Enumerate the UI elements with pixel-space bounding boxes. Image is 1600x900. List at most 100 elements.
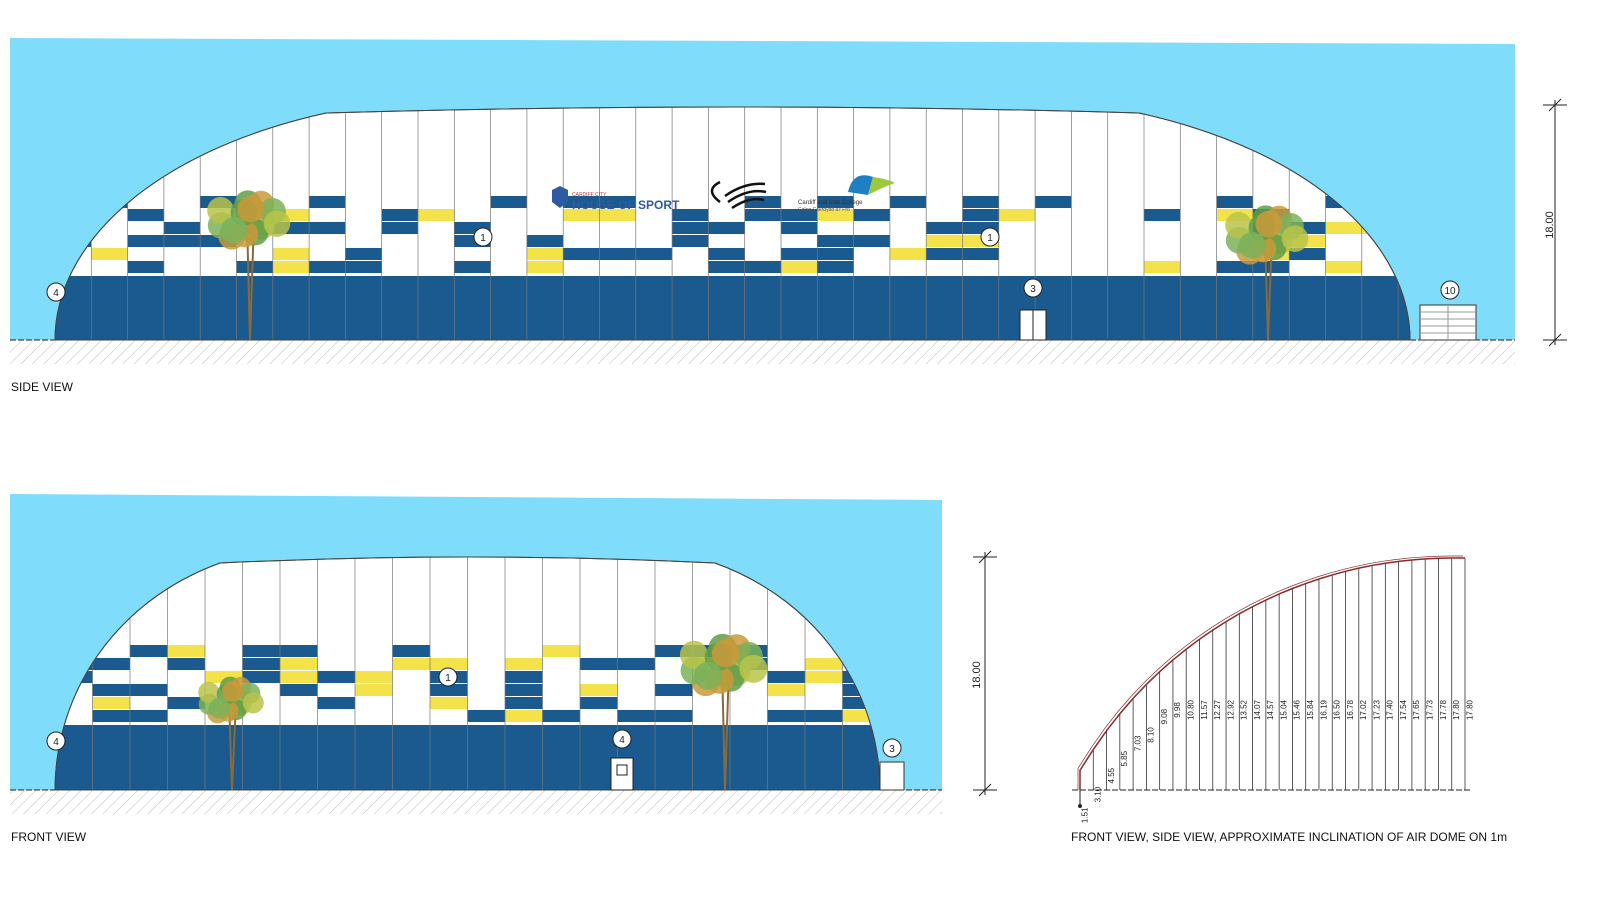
side-door	[1019, 309, 1047, 341]
facade-panel	[236, 261, 273, 273]
facade-panel	[345, 248, 382, 260]
front-dome-outline	[54, 556, 881, 791]
facade-panel	[272, 248, 310, 260]
tree-foliage	[222, 680, 244, 702]
facade-panel	[505, 684, 543, 696]
facade-panel	[767, 671, 805, 683]
callout-marker: 3	[1023, 278, 1043, 298]
dome-arc-inner	[1077, 555, 1463, 790]
blue-band	[55, 276, 1410, 340]
callout-marker: 1	[473, 227, 493, 247]
svg-text:Cardiff and Vale College: Cardiff and Vale College	[798, 200, 863, 206]
facade-panel	[672, 235, 709, 247]
height-label: 9.08	[1160, 708, 1169, 724]
facade-panel	[599, 209, 636, 221]
facade-panel	[817, 248, 854, 260]
facade-panel	[91, 248, 128, 260]
tree-foliage	[237, 195, 265, 223]
tree-trunk	[704, 656, 744, 791]
callout-marker: 1	[980, 227, 1000, 247]
callout-marker: 4	[46, 731, 66, 751]
callout-number: 1	[987, 233, 993, 244]
facade-panel	[580, 684, 618, 696]
side-view: CARDIFF CITY HOUSE OF SPORT Cardiff and …	[10, 38, 1567, 364]
facade-panel	[599, 248, 636, 260]
side-ground-hatch	[10, 340, 1515, 364]
facade-panel	[599, 196, 636, 208]
facade-panel	[280, 671, 318, 683]
facade-panel	[781, 248, 818, 260]
height-label: 14.07	[1253, 699, 1262, 720]
height-label: 15.04	[1279, 699, 1288, 720]
tree-trunk	[1247, 226, 1287, 341]
height-label: 15.46	[1293, 699, 1302, 720]
facade-panel	[708, 248, 745, 260]
front-door	[610, 757, 634, 791]
height-label: 17.80	[1452, 699, 1461, 720]
dragon-logo	[710, 180, 767, 210]
tree	[679, 633, 768, 791]
facade-panel	[655, 710, 693, 722]
facade-panel	[505, 710, 543, 722]
callout-circle	[612, 729, 632, 749]
height-label: 16.78	[1346, 699, 1355, 720]
facade-panel	[817, 209, 854, 221]
facade-panel	[817, 235, 854, 247]
tree	[1225, 205, 1309, 341]
facade-panel	[242, 645, 280, 657]
front-dome-panels	[55, 557, 880, 790]
facade-panel	[242, 671, 280, 683]
facade-panel	[127, 209, 164, 221]
facade-panel	[355, 684, 393, 696]
tree-foliage	[711, 639, 740, 668]
height-label: 5.85	[1120, 750, 1129, 766]
facade-panel	[962, 196, 999, 208]
house-of-sport-logo: CARDIFF CITY HOUSE OF SPORT	[552, 186, 680, 212]
height-label: 16.50	[1333, 699, 1342, 720]
facade-panel	[805, 658, 843, 670]
tree-trunk	[211, 691, 251, 791]
height-label: 14.57	[1266, 699, 1275, 720]
tree-foliage	[739, 654, 768, 683]
height-label: 17.80	[1465, 699, 1474, 720]
facade-panel	[309, 222, 346, 234]
callout-circle	[1023, 278, 1043, 298]
callout-marker: 4	[612, 729, 632, 749]
inclination-caption: FRONT VIEW, SIDE VIEW, APPROXIMATE INCLI…	[1071, 830, 1508, 844]
callout-number: 3	[889, 744, 895, 755]
anchor-point	[1078, 804, 1082, 808]
facade-panel	[309, 196, 346, 208]
tree-foliage	[208, 697, 230, 719]
facade-panel	[1216, 261, 1253, 273]
height-label: 12.92	[1226, 699, 1235, 720]
facade-panel	[92, 697, 130, 709]
facade-panel	[272, 261, 310, 273]
facade-panel	[345, 261, 382, 273]
facade-panel	[490, 196, 527, 208]
callout-number: 3	[1030, 284, 1036, 295]
facade-panel	[280, 645, 318, 657]
facade-panel	[889, 196, 927, 208]
facade-panel	[617, 658, 655, 670]
facade-panel	[309, 261, 346, 273]
facade-panel	[430, 684, 468, 696]
facade-panel	[167, 697, 205, 709]
facade-panel	[805, 671, 843, 683]
front-ground-hatch	[10, 790, 942, 814]
facade-panel	[1144, 209, 1181, 221]
facade-panel	[467, 710, 505, 722]
facade-panel	[167, 645, 205, 657]
front-view-caption: FRONT VIEW	[11, 830, 87, 844]
height-label: 17.78	[1439, 699, 1448, 720]
facade-panel	[580, 697, 618, 709]
callout-circle	[438, 667, 458, 687]
facade-panel	[130, 710, 168, 722]
facade-panel	[635, 248, 673, 260]
callout-circle	[882, 738, 902, 758]
facade-panel	[242, 658, 280, 670]
callout-number: 1	[480, 233, 486, 244]
facade-panel	[526, 248, 564, 260]
height-label: 3.10	[1094, 786, 1103, 802]
facade-panel	[767, 684, 805, 696]
height-label: 16.19	[1319, 699, 1328, 720]
